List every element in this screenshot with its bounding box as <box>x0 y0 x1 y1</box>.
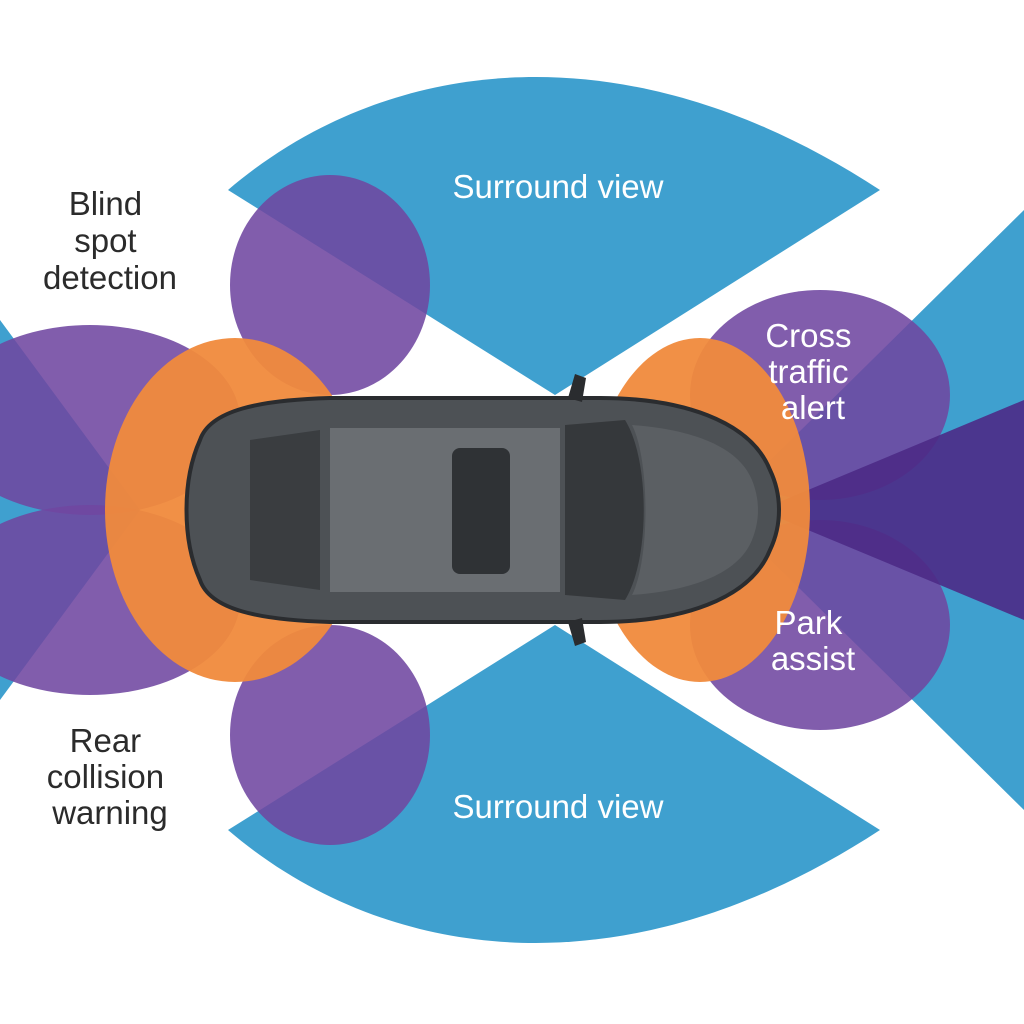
rear-collision-label: Rear collision warning <box>47 722 174 831</box>
blind-spot-lobe-top <box>230 175 430 395</box>
labels: Surround view Surround view Blind spot d… <box>43 168 860 831</box>
car-windshield <box>565 420 644 600</box>
car-sunroof <box>452 448 510 574</box>
car-top-view-icon <box>184 374 781 646</box>
long-range-front-zone <box>760 400 1024 620</box>
surround-view-bottom-label: Surround view <box>453 788 664 825</box>
car-rear-window <box>250 430 320 590</box>
car-roof <box>330 428 560 592</box>
park-assist-label: Park assist <box>771 604 855 677</box>
blind-spot-label: Blind spot detection <box>43 185 177 296</box>
surround-view-bottom-zone <box>228 625 880 943</box>
car-hood <box>632 425 758 595</box>
surround-view-top-zone <box>228 77 880 395</box>
car-mirror-left <box>568 374 586 402</box>
surround-view-top-label: Surround view <box>453 168 664 205</box>
blind-spot-lobe-bottom <box>230 625 430 845</box>
cross-traffic-label: Cross traffic alert <box>765 317 860 426</box>
car-mirror-right <box>568 618 586 646</box>
